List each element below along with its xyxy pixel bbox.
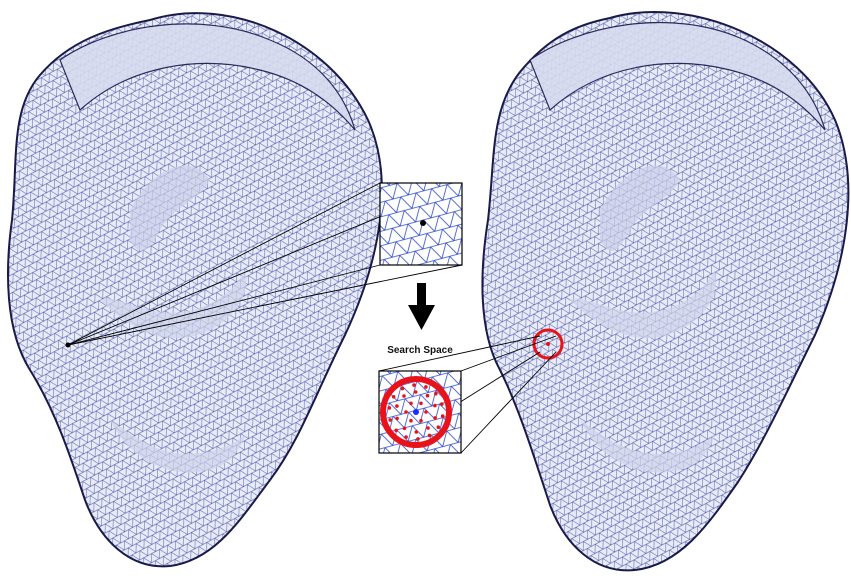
candidate-vertex xyxy=(434,392,438,396)
arrow-down-icon xyxy=(408,283,435,330)
candidate-vertex xyxy=(424,385,428,389)
inset-search-space xyxy=(379,371,461,453)
search-space-label: Search Space xyxy=(387,345,453,356)
candidate-vertex xyxy=(440,402,444,406)
candidate-vertex xyxy=(437,425,441,429)
candidate-vertex xyxy=(412,383,416,387)
inset-query-point xyxy=(420,220,426,226)
candidate-vertex xyxy=(419,419,423,423)
candidate-vertex xyxy=(409,419,413,423)
candidate-vertex xyxy=(426,426,430,430)
ear-mesh-left xyxy=(8,13,382,566)
candidate-vertex xyxy=(441,414,445,418)
candidate-vertex xyxy=(404,410,408,414)
candidate-vertex xyxy=(388,406,392,410)
candidate-vertex xyxy=(403,427,407,431)
candidate-vertex xyxy=(394,429,398,433)
candidate-vertex xyxy=(433,416,437,420)
center-vertex xyxy=(413,409,419,415)
ear-mesh-right xyxy=(482,12,848,570)
candidate-vertex xyxy=(401,387,405,391)
candidate-vertex xyxy=(388,418,392,422)
candidate-vertex xyxy=(415,430,419,434)
candidate-vertex xyxy=(409,402,413,406)
candidate-vertex xyxy=(419,402,423,406)
candidate-vertex xyxy=(416,437,420,441)
candidate-vertex xyxy=(414,390,418,394)
candidate-vertex xyxy=(395,404,399,408)
inset-query-vertex xyxy=(380,183,462,265)
candidate-vertex xyxy=(395,417,399,421)
candidate-vertex xyxy=(404,435,408,439)
candidate-vertex xyxy=(433,404,437,408)
search-region-center xyxy=(546,342,550,346)
candidate-vertex xyxy=(424,410,428,414)
candidate-vertex xyxy=(392,395,396,399)
candidate-vertex xyxy=(426,394,430,398)
candidate-vertex xyxy=(428,434,432,438)
candidate-vertex xyxy=(402,394,406,398)
